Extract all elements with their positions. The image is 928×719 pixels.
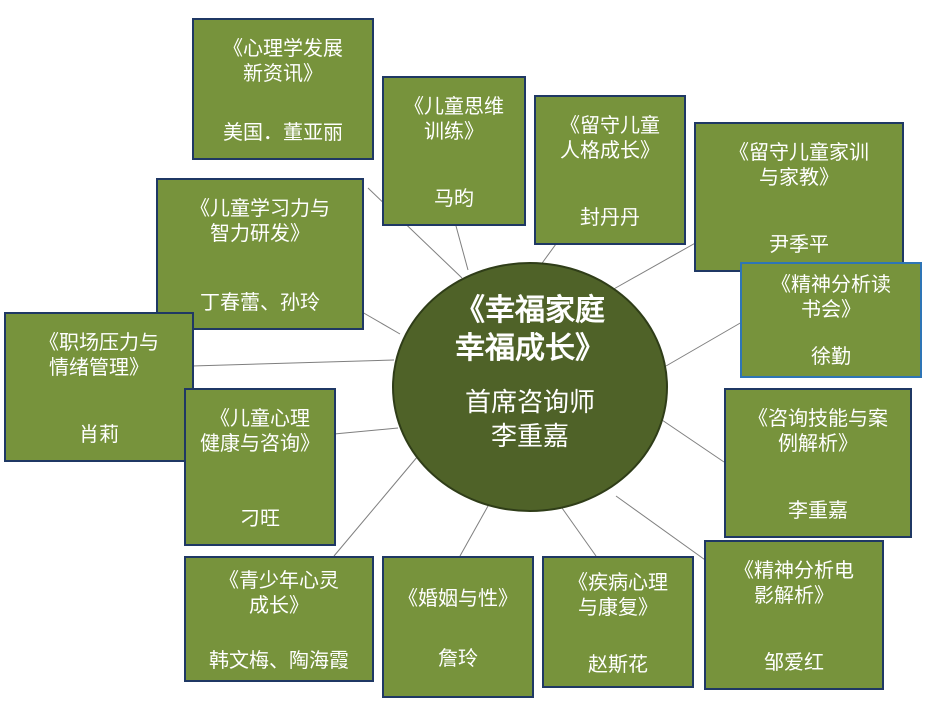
course-title: 《精神分析电 影解析》 (734, 558, 854, 607)
connector-line (665, 321, 743, 367)
course-box: 《精神分析读 书会》 徐勤 (740, 262, 922, 378)
course-box: 《儿童学习力与 智力研发》 丁春蕾、孙玲 (156, 178, 364, 330)
connector-line (333, 427, 399, 435)
connector-line (561, 507, 597, 557)
course-instructor: 李重嘉 (788, 498, 848, 522)
course-instructor: 赵斯花 (588, 652, 648, 676)
connector-line (459, 505, 489, 557)
course-instructor: 封丹丹 (580, 205, 640, 229)
course-instructor: 刁旺 (240, 506, 280, 530)
course-box: 《儿童思维 训练》 马昀 (382, 76, 526, 226)
course-instructor: 肖莉 (79, 422, 119, 446)
course-instructor: 美国．董亚丽 (223, 120, 343, 144)
course-instructor: 詹玲 (438, 646, 478, 670)
course-instructor: 丁春蕾、孙玲 (200, 290, 320, 314)
course-title: 《心理学发展 新资讯》 (223, 36, 343, 85)
course-box: 《青少年心灵 成长》 韩文梅、陶海霞 (184, 556, 374, 682)
course-box: 《职场压力与 情绪管理》 肖莉 (4, 312, 194, 462)
connector-line (661, 419, 725, 463)
course-title: 《职场压力与 情绪管理》 (39, 330, 159, 379)
connector-line (615, 495, 709, 563)
course-box: 《儿童心理 健康与咨询》 刁旺 (184, 388, 336, 546)
course-box: 《心理学发展 新资讯》 美国．董亚丽 (192, 18, 374, 160)
course-box: 《疾病心理 与康复》 赵斯花 (542, 556, 694, 688)
course-title: 《青少年心灵 成长》 (219, 568, 339, 617)
connector-line (333, 455, 419, 557)
course-box: 《精神分析电 影解析》 邹爱红 (704, 540, 884, 690)
course-title: 《婚姻与性》 (398, 586, 518, 610)
course-title: 《儿童心理 健康与咨询》 (200, 406, 320, 455)
connector-line (455, 225, 469, 271)
course-title: 《留守儿童 人格成长》 (560, 113, 660, 162)
course-title: 《儿童学习力与 智力研发》 (190, 196, 330, 245)
course-box: 《婚姻与性》 詹玲 (382, 556, 534, 698)
course-instructor: 韩文梅、陶海霞 (209, 648, 349, 672)
course-box: 《咨询技能与案 例解析》 李重嘉 (724, 388, 912, 538)
course-title: 《咨询技能与案 例解析》 (748, 406, 888, 455)
course-title: 《留守儿童家训 与家教》 (729, 140, 869, 189)
course-title: 《疾病心理 与康复》 (568, 570, 668, 619)
center-subtitle: 首席咨询师 李重嘉 (464, 388, 595, 452)
course-box: 《留守儿童家训 与家教》 尹季平 (694, 122, 904, 272)
center-topic: 《幸福家庭 幸福成长》 首席咨询师 李重嘉 (392, 262, 668, 512)
connector-line (361, 311, 401, 335)
course-instructor: 徐勤 (811, 344, 851, 368)
connector-line (191, 359, 395, 367)
course-instructor: 马昀 (434, 186, 474, 210)
course-title: 《精神分析读 书会》 (771, 272, 891, 321)
course-instructor: 邹爱红 (764, 650, 824, 674)
course-box: 《留守儿童 人格成长》 封丹丹 (534, 95, 686, 245)
course-instructor: 尹季平 (769, 232, 829, 256)
course-title: 《儿童思维 训练》 (404, 94, 504, 143)
center-title: 《幸福家庭 幸福成长》 (455, 293, 605, 366)
